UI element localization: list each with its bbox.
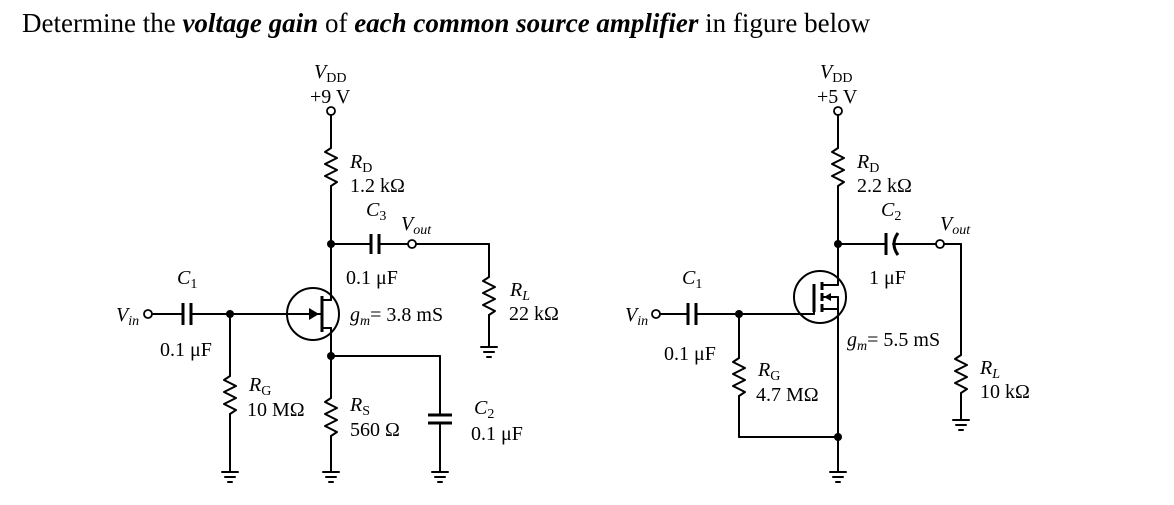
c2-gm-label: gm= 5.5 mS (847, 329, 940, 354)
c1-rd-value: 1.2 kΩ (350, 175, 405, 197)
c2-c2-value: 1 μF (869, 267, 906, 289)
c1-c1-label: C1 (177, 267, 197, 292)
c2-vout-label: Vout (940, 213, 971, 238)
c2-vdd-label: VDD (820, 61, 852, 86)
c2-rl-label: RL (979, 357, 1000, 382)
c1-rg-label: RG (248, 374, 271, 399)
question-middle: of (318, 8, 355, 38)
c1-rd-resistor (324, 147, 338, 187)
c1-rl-value: 22 kΩ (509, 303, 559, 325)
c2-rg-resistor (732, 357, 746, 397)
question-emphasis-gain: voltage gain (182, 8, 319, 38)
c1-vout-terminal (407, 239, 417, 249)
question-text: Determine the voltage gain of each commo… (22, 8, 870, 39)
c2-c2-label: C2 (881, 199, 901, 224)
c1-jfet-arrow (309, 308, 319, 320)
c1-rs-label: RS (349, 394, 370, 419)
c2-vout-terminal (935, 239, 945, 249)
c2-rd-value: 2.2 kΩ (857, 175, 912, 197)
c2-vin-label: Vin (625, 304, 648, 329)
question-emphasis-amplifier: each common source amplifier (354, 8, 699, 38)
circuit-2: VDD +5 V RD 2.2 kΩ C2 1 μF Vout RL 10 kΩ (625, 61, 1030, 483)
c2-rl-value: 10 kΩ (980, 381, 1030, 403)
c1-c2-value: 0.1 μF (471, 423, 523, 445)
c2-vdd-value: +5 V (817, 86, 858, 108)
c2-vdd-terminal (833, 106, 843, 116)
c2-vin-terminal (651, 309, 661, 319)
question-suffix: in figure below (698, 8, 871, 38)
question-prefix: Determine the (22, 8, 183, 38)
c1-c1-value: 0.1 μF (160, 339, 212, 361)
c1-rs-value: 560 Ω (350, 419, 400, 441)
c2-rg-value: 4.7 MΩ (756, 384, 819, 406)
c1-vout-label: Vout (401, 213, 432, 238)
c1-rl-label: RL (509, 279, 530, 304)
c1-vdd-label: VDD (314, 61, 346, 86)
c1-gm-label: gm= 3.8 mS (350, 304, 443, 329)
c2-mosfet-circle (793, 270, 847, 324)
c1-vdd-value: +9 V (310, 86, 351, 108)
c2-rg-label: RG (757, 359, 780, 384)
c1-vin-terminal (143, 309, 153, 319)
c1-rs-resistor (324, 397, 338, 437)
c2-mosfet-arrow (824, 293, 831, 301)
c1-rg-value: 10 MΩ (247, 399, 305, 421)
c1-vdd-terminal (326, 106, 336, 116)
c1-c3-label: C3 (366, 199, 386, 224)
c2-c1-label: C1 (682, 267, 702, 292)
circuit-1: VDD +9 V RD 1.2 kΩ C3 0.1 μF Vout RL 22 … (116, 61, 559, 483)
c1-rl-resistor (482, 276, 496, 316)
c2-rd-resistor (831, 147, 845, 187)
c1-vin-label: Vin (116, 304, 139, 329)
c1-rg-resistor (223, 375, 237, 415)
c2-rd-label: RD (856, 151, 879, 176)
c2-rl-resistor (954, 354, 968, 394)
c1-rd-label: RD (349, 151, 372, 176)
c1-c3-value: 0.1 μF (346, 267, 398, 289)
c2-c1-value: 0.1 μF (664, 343, 716, 365)
c1-c2-label: C2 (474, 397, 494, 422)
